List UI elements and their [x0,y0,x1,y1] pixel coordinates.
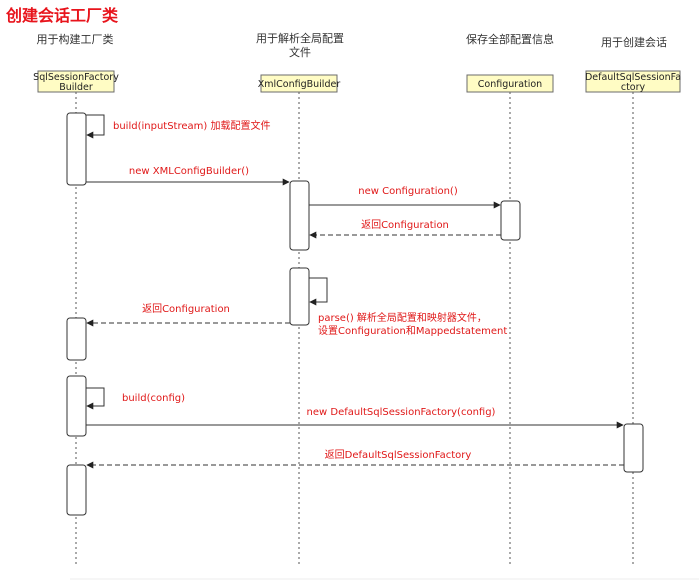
participant-label-defaultsqlsessionfactory: DefaultSqlSessionFa [585,72,681,83]
message-label: new DefaultSqlSessionFactory(config) [307,407,496,418]
participant-configuration: Configuration [466,74,554,93]
participant-xmlconfigbuilder: XmlConfigBuilder [258,74,341,93]
activation-bars [66,112,644,516]
message-label: build(inputStream) 加载配置文件 [113,119,270,132]
participant-box-configuration [466,74,554,93]
message-return-configuration-2: 返回Configuration [86,303,290,327]
message-label: new Configuration() [358,186,458,197]
participant-description-xmlconfigbuilder: 用于解析全局配置 [256,31,344,45]
diagram-title: 创建会话工厂类 [5,6,119,25]
participant-label-configuration: Configuration [478,79,542,90]
activation-bar [289,180,310,251]
participant-sqlsessionfactorybuilder: SqlSessionFactory Builder [33,70,119,93]
self-call-arrow [309,277,328,306]
activation-bar [500,200,521,241]
participant-box-sqlsessionfactorybuilder [37,70,115,93]
participant-label-xmlconfigbuilder: XmlConfigBuilder [258,79,341,90]
messages: build(inputStream) 加载配置文件 new XMLConfigB… [86,114,624,469]
message-label: 返回Configuration [361,219,449,231]
message-label-line2: 设置Configuration和Mappedstatement [318,325,507,337]
message-return-configuration-1: 返回Configuration [309,219,501,239]
activation-bar [66,112,87,186]
message-label: build(config) [122,393,185,404]
self-call-arrow [86,114,105,139]
activation-bar [289,267,310,326]
participant-description-configuration: 保存全部配置信息 [466,32,554,46]
message-label: parse() 解析全局配置和映射器文件， [318,311,487,324]
message-label: new XMLConfigBuilder() [129,166,249,177]
message-new-defaultsqlsessionfactory: new DefaultSqlSessionFactory(config) [86,407,624,429]
participant-boxes: SqlSessionFactory Builder XmlConfigBuild… [33,70,681,93]
participant-description-xmlconfigbuilder-line2: 文件 [289,45,311,59]
activation-bar [66,464,87,516]
message-label: 返回Configuration [142,303,230,315]
message-parse: parse() 解析全局配置和映射器文件， 设置Configuration和Ma… [309,277,507,337]
participant-box-defaultsqlsessionfactory [585,70,681,93]
activation-bar [623,423,644,473]
message-build-config: build(config) [86,387,185,410]
message-new-configuration: new Configuration() [309,186,501,209]
participant-defaultsqlsessionfactory: DefaultSqlSessionFa ctory [585,70,681,93]
activation-bar [66,317,87,361]
participant-box-xmlconfigbuilder [260,74,338,93]
participant-description-defaultsqlsessionfactory: 用于创建会话 [601,35,667,49]
participant-label-defaultsqlsessionfactory-line2: ctory [621,82,646,93]
message-new-xmlconfigbuilder: new XMLConfigBuilder() [86,166,290,186]
message-build-input-stream: build(inputStream) 加载配置文件 [86,114,270,139]
message-label: 返回DefaultSqlSessionFactory [325,449,472,461]
participant-label-sqlsessionfactorybuilder: SqlSessionFactory [33,72,119,83]
activation-bar [66,375,87,437]
message-return-defaultsqlsessionfactory: 返回DefaultSqlSessionFactory [86,449,624,469]
participant-description-sqlsessionfactorybuilder: 用于构建工厂类 [37,32,114,46]
participant-descriptions: 用于构建工厂类 用于解析全局配置 文件 保存全部配置信息 用于创建会话 [37,31,668,59]
participant-label-sqlsessionfactorybuilder-line2: Builder [59,82,93,93]
self-call-arrow [86,387,105,410]
